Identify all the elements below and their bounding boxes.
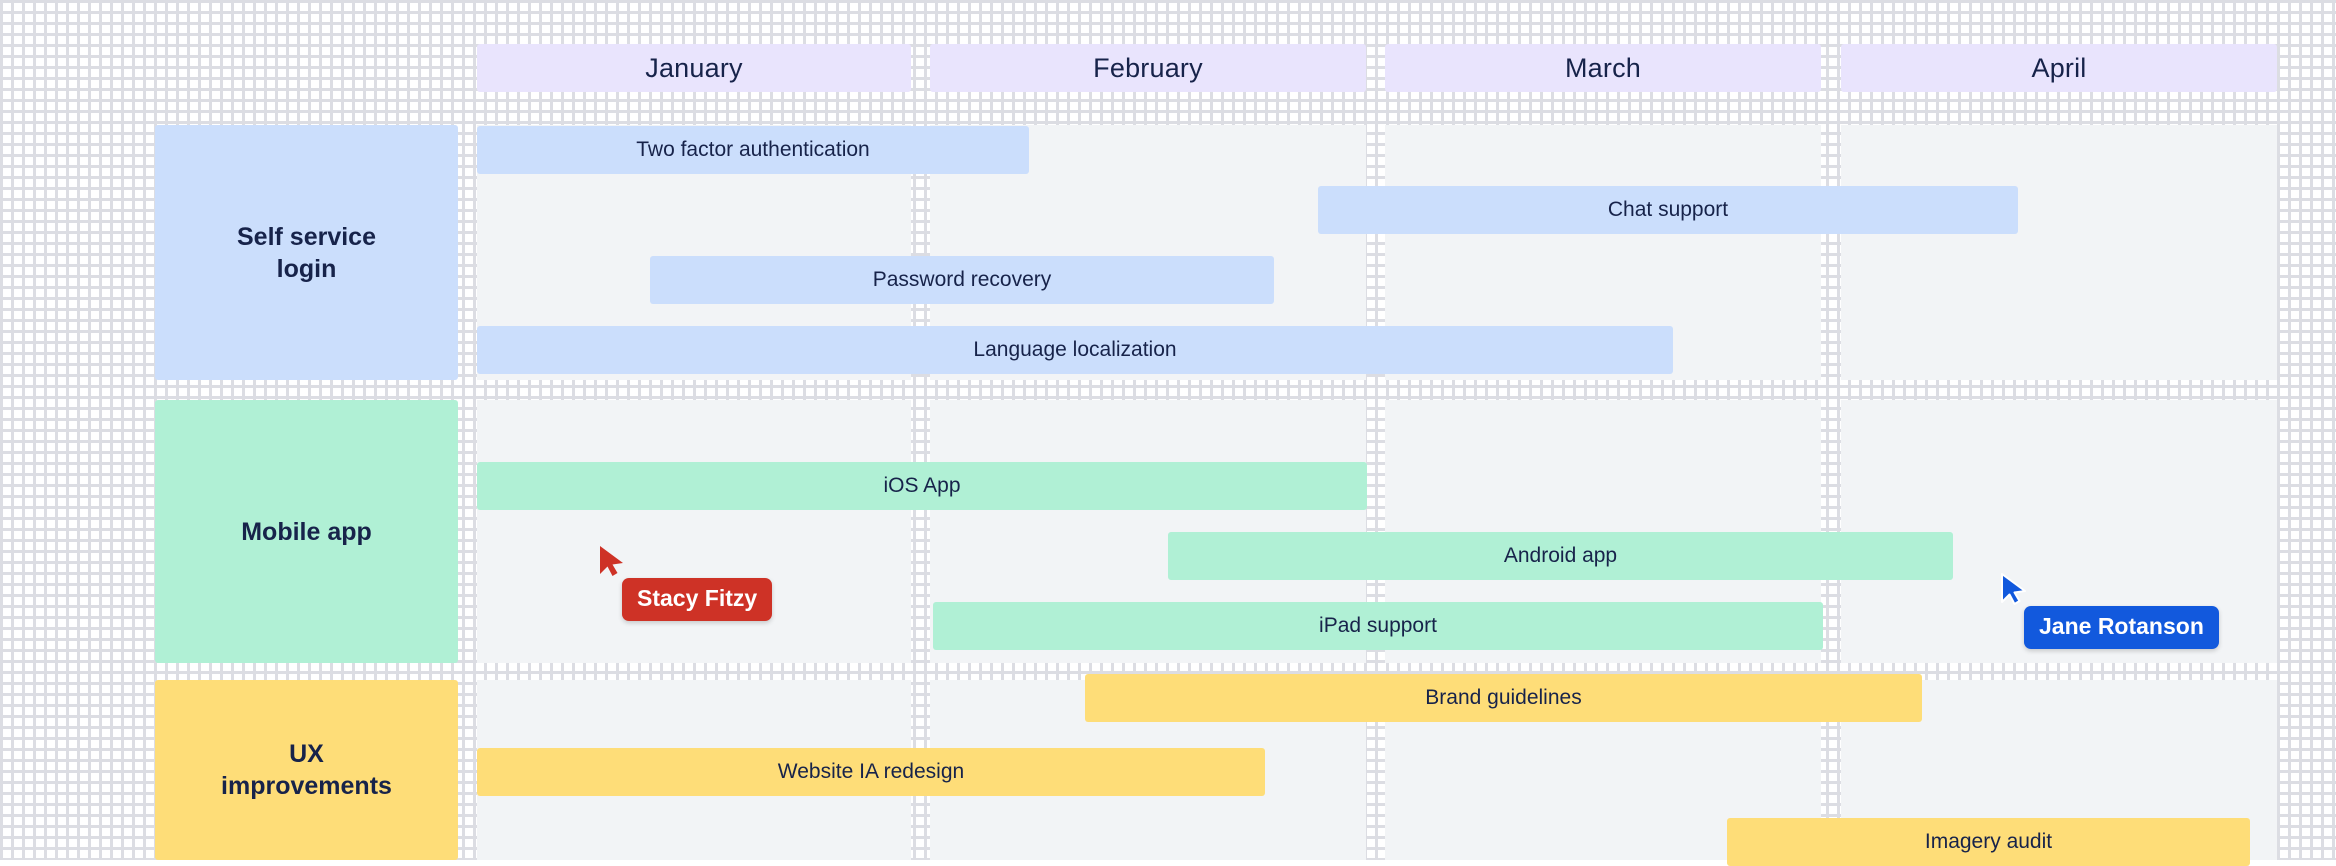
swimlane-label-text: UX improvements [221, 740, 392, 800]
swimlane-label-self-service-login[interactable]: Self service login [155, 125, 458, 380]
month-header-january[interactable]: January [477, 44, 911, 92]
task-bar-language-localization[interactable]: Language localization [477, 326, 1673, 374]
task-bar-label: Website IA redesign [777, 760, 965, 783]
task-bar-two-factor-authentication[interactable]: Two factor authentication [477, 126, 1029, 174]
task-bar-label: iOS App [883, 474, 961, 497]
month-header-march[interactable]: March [1385, 44, 1821, 92]
lane-column-band [477, 400, 911, 663]
task-bar-brand-guidelines[interactable]: Brand guidelines [1085, 674, 1922, 722]
task-bar-label: Language localization [973, 338, 1177, 361]
collaborator-name-chip: Jane Rotanson [2024, 606, 2219, 649]
swimlane-label-mobile-app[interactable]: Mobile app [155, 400, 458, 663]
task-bar-label: Chat support [1607, 198, 1729, 221]
swimlane-label-ux-improvements[interactable]: UX improvements [155, 680, 458, 860]
task-bar-label: Brand guidelines [1425, 686, 1582, 709]
task-bar-website-ia-redesign[interactable]: Website IA redesign [477, 748, 1265, 796]
task-bar-ipad-support[interactable]: iPad support [933, 602, 1823, 650]
task-bar-label: Imagery audit [1924, 830, 2053, 853]
task-bar-android-app[interactable]: Android app [1168, 532, 1953, 580]
collaborator-name-chip: Stacy Fitzy [622, 578, 773, 621]
task-bar-label: iPad support [1319, 614, 1437, 637]
swimlane-label-text: Mobile app [241, 517, 372, 546]
task-bar-label: Android app [1503, 544, 1618, 567]
month-header-april[interactable]: April [1841, 44, 2277, 92]
lane-column-band [1841, 125, 2277, 380]
task-bar-label: Password recovery [872, 268, 1052, 291]
task-bar-ios-app[interactable]: iOS App [477, 462, 1367, 510]
task-bar-password-recovery[interactable]: Password recovery [650, 256, 1274, 304]
month-header-february[interactable]: February [930, 44, 1366, 92]
task-bar-imagery-audit[interactable]: Imagery audit [1727, 818, 2250, 866]
cursor-pointer-icon [600, 546, 623, 576]
cursor-pointer-icon [2001, 573, 2026, 605]
swimlane-label-text: Self service login [237, 222, 376, 283]
task-bar-label: Two factor authentication [636, 138, 870, 161]
task-bar-chat-support[interactable]: Chat support [1318, 186, 2018, 234]
